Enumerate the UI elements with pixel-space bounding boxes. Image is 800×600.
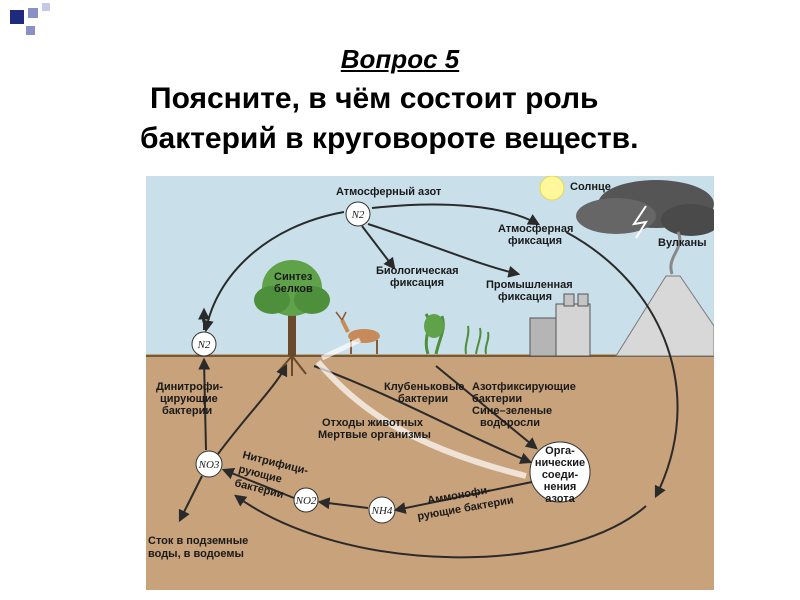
svg-text:N2: N2 [351, 209, 365, 221]
arrow-no3-to-groundwater [178, 475, 203, 523]
label-nitrogen-fixing-1: Азотфиксирующие [472, 381, 576, 393]
svg-text:NO2: NO2 [295, 495, 317, 507]
label-groundwater-1: Сток в подземные [148, 535, 248, 547]
nitrogen-cycle-diagram: N2 N2 NO3 NO2 NH4 Атмосферный азо [146, 176, 714, 590]
label-groundwater-2: воды, в водоемы [148, 548, 244, 560]
volcano-smoke [669, 231, 682, 275]
label-animal-waste-1: Отходы животных [322, 417, 424, 429]
arrow-no2-to-no3 [221, 467, 295, 499]
label-atmospheric-fixation-1: Атмосферная [498, 223, 573, 235]
label-nodule-bacteria-2: бактерии [398, 393, 448, 405]
waste-flow-arrow [315, 360, 527, 479]
label-biological-fixation-2: фиксация [390, 277, 444, 289]
arrow-n2-to-left-n2-loop [201, 211, 345, 333]
label-atmospheric-nitrogen: Атмосферный азот [336, 186, 442, 198]
label-sun: Солнце [570, 181, 611, 193]
arrow-outer-bottom-loop [234, 494, 647, 559]
label-organic-compounds-5: азота [545, 493, 575, 505]
arrow-tree-to-organic [313, 365, 533, 464]
label-denitrifying-2: цирующие [160, 393, 218, 405]
arrow-nh4-to-no2 [317, 497, 369, 510]
arrow-n2-to-biological-fixation [361, 225, 396, 270]
volcano-icon [615, 275, 714, 357]
corner-square-tiny [42, 3, 50, 11]
svg-text:NH4: NH4 [371, 505, 393, 517]
label-organic-compounds-2: нические [535, 457, 585, 469]
label-biological-fixation-1: Биологическая [376, 265, 459, 277]
sun-icon [539, 176, 565, 201]
plant-flow-arrow [320, 337, 362, 361]
label-organic-compounds-1: Орга- [545, 445, 575, 457]
organic-compounds-circle [529, 441, 591, 503]
n2-top-node: N2 [345, 201, 371, 227]
grass-icon [464, 325, 490, 355]
svg-text:NO3: NO3 [198, 459, 220, 471]
label-denitrifying-3: бактерии [162, 405, 212, 417]
arrow-n2-to-industrial-fixation [367, 223, 521, 278]
arrow-no3-to-tree [217, 363, 288, 455]
label-volcanoes: Вулканы [658, 237, 707, 249]
question-title: Вопрос 5 [340, 44, 460, 74]
label-nitrogen-fixing-3: Сине–зеленые [472, 405, 552, 417]
label-organic-compounds-3: соеди- [542, 469, 579, 481]
no2-node: NO2 [293, 487, 319, 513]
arrow-organic-to-nh4 [393, 481, 533, 514]
factory-icon [529, 293, 591, 357]
label-protein-synthesis-1: Синтез [274, 271, 313, 283]
storm-cloud-icon [576, 180, 714, 236]
question-line-1: Поясните, в чём состоит роль [150, 82, 599, 115]
nh4-node: NH4 [368, 496, 396, 524]
label-nitrogen-fixing-2: бактерии [472, 393, 522, 405]
svg-text:N2: N2 [197, 339, 211, 351]
label-protein-synthesis-2: белков [274, 283, 313, 295]
label-industrial-fixation-2: фиксация [498, 291, 552, 303]
label-nitrogen-fixing-4: водоросли [480, 417, 540, 429]
arrow-outer-right-loop [565, 231, 679, 499]
corner-square-medium [28, 8, 38, 18]
label-organic-compounds-4: нения [544, 481, 577, 493]
label-industrial-fixation-1: Промышленная [486, 279, 573, 291]
lightning-icon [631, 205, 649, 239]
no3-node: NO3 [195, 450, 223, 478]
question-line-2: бактерий в круговороте веществ. [140, 122, 639, 155]
arrow-n2-to-atmospheric-fixation [371, 203, 541, 226]
n2-left-node: N2 [191, 331, 217, 357]
label-denitrifying-1: Динитрофи- [156, 381, 223, 393]
soil-background [146, 354, 714, 590]
arrow-nodule-to-organic [435, 365, 538, 450]
tree-icon [254, 260, 330, 376]
plant-icon [424, 313, 445, 355]
label-animal-waste-2: Мертвые организмы [318, 429, 431, 441]
corner-square-small [26, 26, 35, 35]
label-nodule-bacteria-1: Клубеньковые [384, 381, 464, 393]
arrow-no3-to-n2 [198, 357, 211, 451]
label-atmospheric-fixation-2: фиксация [508, 235, 562, 247]
corner-square-large [10, 10, 24, 24]
